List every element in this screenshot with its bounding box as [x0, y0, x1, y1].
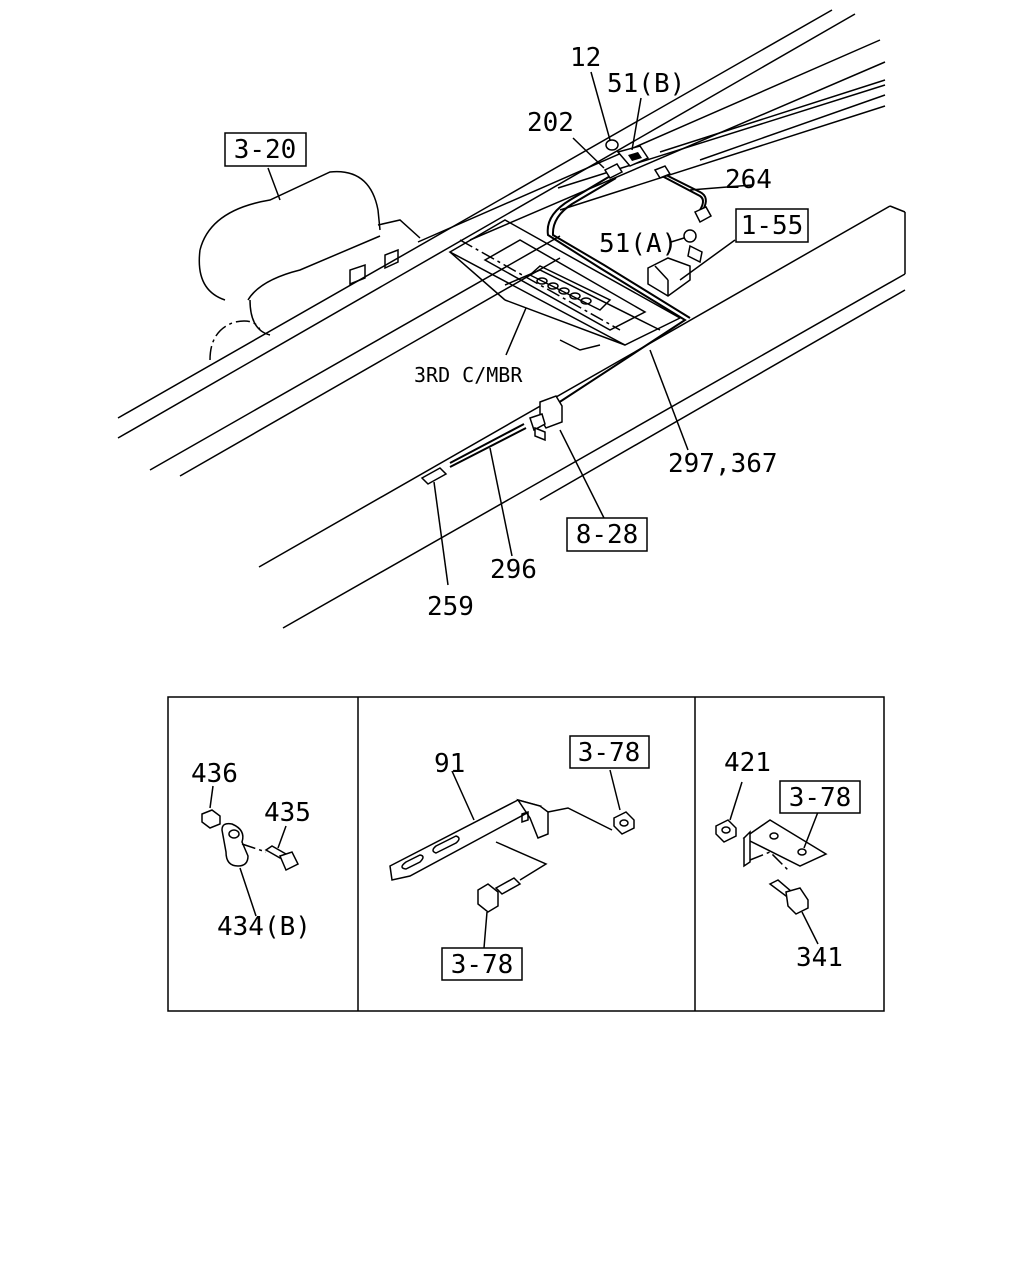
callout-341: 341: [796, 943, 843, 973]
callout-51a: 51(A): [599, 229, 677, 259]
fittings: [529, 139, 713, 442]
ref-1-55-label: 1-55: [741, 211, 804, 241]
ref-3-20-label: 3-20: [234, 135, 297, 165]
callout-421: 421: [724, 748, 771, 778]
ref-3-78-c-label: 3-78: [789, 783, 852, 813]
callout-12: 12: [570, 43, 601, 73]
leader-lines: [267, 71, 753, 586]
callout-264: 264: [725, 165, 772, 195]
ref-8-28-label: 8-28: [576, 520, 639, 550]
ref-box-8-28[interactable]: 8-28: [566, 517, 648, 552]
callout-51b: 51(B): [607, 69, 685, 99]
ref-box-3-20[interactable]: 3-20: [224, 132, 307, 167]
frame-assembly: [117, 9, 906, 629]
detail-bracket: [389, 769, 635, 949]
detail-panels: [167, 696, 885, 1012]
callout-202: 202: [527, 108, 574, 138]
fuel-tank: [198, 170, 421, 361]
detail-clip: [201, 785, 300, 917]
note-third-member: 3RD C/MBR: [414, 363, 523, 387]
detail-plate: [715, 781, 828, 945]
ref-box-1-55[interactable]: 1-55: [735, 208, 809, 243]
callout-91: 91: [434, 749, 465, 779]
ref-box-3-78-c[interactable]: 3-78: [779, 780, 861, 814]
callout-435: 435: [264, 798, 311, 828]
callout-434b: 434(B): [217, 912, 311, 942]
callout-436: 436: [191, 759, 238, 789]
callout-297-367: 297,367: [668, 449, 778, 479]
callout-296: 296: [490, 555, 537, 585]
ref-3-78-a-label: 3-78: [578, 738, 641, 768]
ref-3-78-b-label: 3-78: [451, 950, 514, 980]
ref-box-3-78-a[interactable]: 3-78: [569, 735, 650, 769]
callout-259: 259: [427, 592, 474, 622]
ref-box-3-78-b[interactable]: 3-78: [441, 947, 523, 981]
